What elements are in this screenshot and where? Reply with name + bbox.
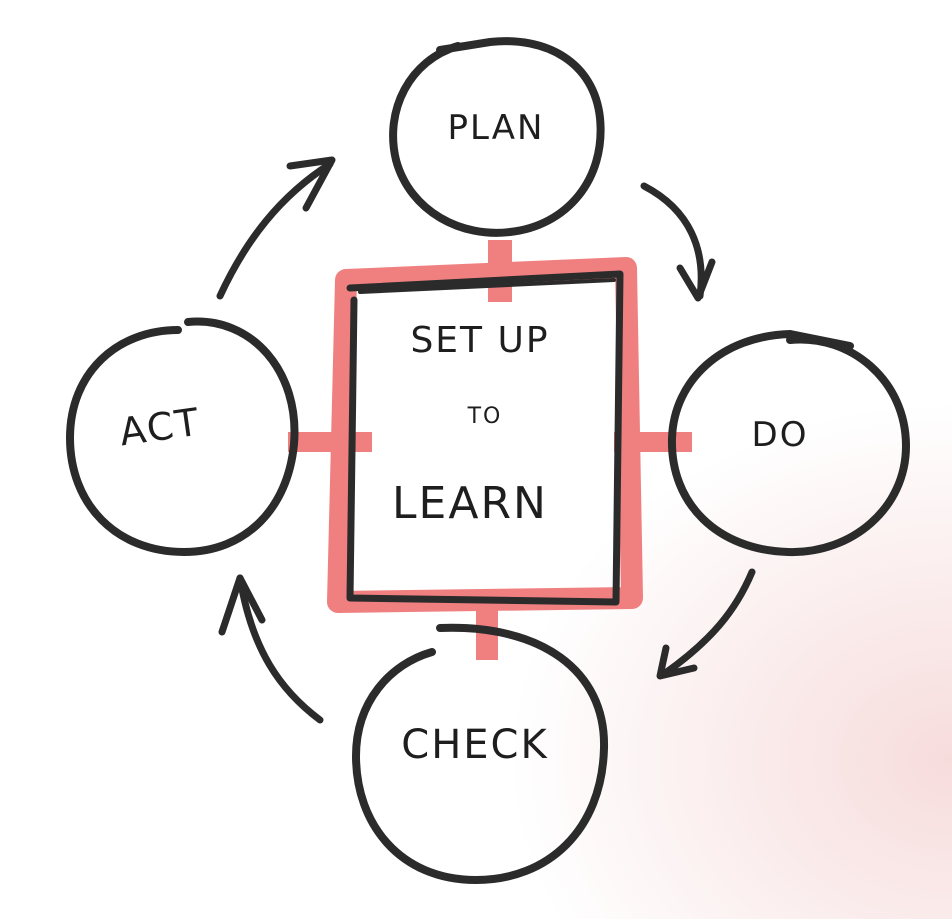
center-box-highlight	[327, 257, 643, 613]
circle-do	[667, 329, 911, 557]
center-label-line3: LEARN	[392, 478, 548, 529]
arrow-do-to-check	[656, 568, 756, 680]
arrow-act-to-plan	[216, 156, 336, 300]
arrow-plan-to-do	[640, 182, 716, 302]
arrow-check-to-act	[218, 574, 324, 724]
circle-check	[351, 623, 609, 885]
circle-plan	[389, 37, 605, 237]
center-box	[327, 257, 643, 613]
connector-act	[288, 432, 372, 452]
node-plan-label: PLAN	[447, 108, 545, 148]
node-do-label: DO	[751, 415, 809, 455]
center-label-line2: TO	[467, 404, 503, 429]
circle-act	[65, 317, 299, 557]
center-label-line1: SET UP	[410, 320, 550, 361]
node-check-label: CHECK	[401, 722, 549, 768]
center-box-outline	[346, 270, 624, 606]
